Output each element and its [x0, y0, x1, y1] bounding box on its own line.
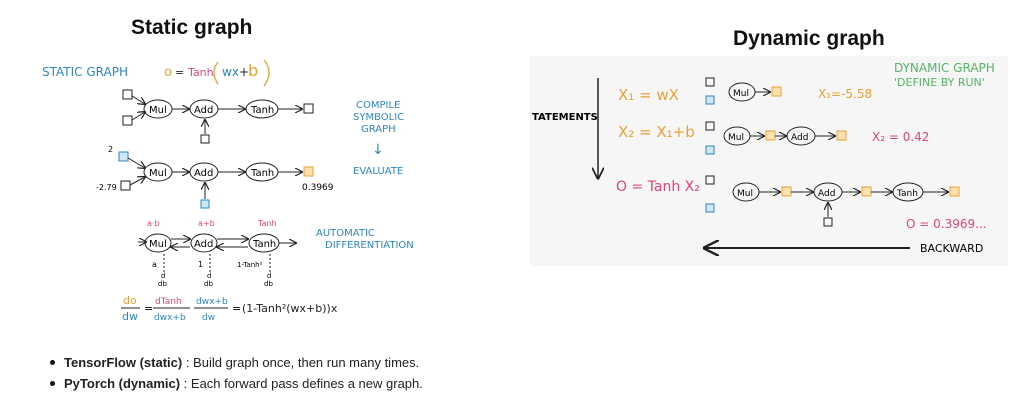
evaluate-label: EVALUATE [353, 166, 403, 177]
dyn-node-mul-1-label: Mul [733, 89, 749, 99]
grad-a: a [152, 260, 157, 269]
equation-b: b [248, 61, 258, 80]
value-o: O = 0.3969... [906, 217, 987, 231]
dyn-node-add-3-label: Add [818, 189, 835, 199]
static-graph-title: Static graph [131, 16, 253, 39]
ab-label: a·b [147, 219, 160, 228]
value-x1: X₁=-5.58 [818, 87, 872, 101]
tanh-deriv-label: Tanh [257, 219, 277, 228]
static-graph-diagram: STATIC GRAPH o = Tanh wx + b Mul Add Tan… [42, 59, 414, 323]
dynamic-graph-label-2: 'DEFINE BY RUN' [894, 76, 985, 89]
grad-tanh: 1-Tanh² [237, 261, 263, 269]
chain-eq-1: = [144, 302, 153, 315]
equation-plus: + [239, 65, 249, 79]
x-value: -2.79 [96, 183, 117, 192]
compile-line-1: COMPILE [356, 100, 400, 111]
grad-d-2: d [207, 272, 211, 280]
node-tanh-2-label: Tanh [250, 168, 274, 179]
dyn-node-mul-2-label: Mul [728, 133, 744, 143]
equation-equals: = [175, 66, 184, 79]
chain-dw-2: dw [202, 313, 215, 323]
statement-2: X₂ = X₁+b [618, 123, 695, 141]
static-graph-label: STATIC GRAPH [42, 65, 128, 79]
node-add-1-label: Add [194, 105, 213, 116]
dynamic-graph-title: Dynamic graph [733, 27, 885, 50]
grad-db-1: db [158, 280, 167, 288]
bullet-tensorflow-desc: : Build graph once, then run many times. [182, 355, 420, 370]
dyn-node-tanh-3-label: Tanh [896, 189, 918, 199]
equation-tanh: Tanh [187, 66, 214, 79]
bullet-pytorch-term: PyTorch (dynamic) [64, 376, 181, 391]
statement-1: X₁ = wX [618, 86, 679, 104]
backward-label: BACKWARD [920, 242, 983, 255]
autodiff-line-1: AUTOMATIC [316, 228, 375, 239]
statement-3: O = Tanh X₂ [616, 179, 700, 195]
grad-db-3: db [264, 280, 273, 288]
node-mul-2-label: Mul [149, 168, 167, 179]
grad-db-2: db [204, 280, 213, 288]
dyn-node-add-2-label: Add [791, 133, 808, 143]
aplusb-label: a+b [198, 219, 215, 228]
node-tanh-1-label: Tanh [250, 105, 274, 116]
bullet-pytorch-desc: : Each forward pass defines a new graph. [180, 376, 423, 391]
chain-dw: dw [122, 310, 138, 323]
equation-wx: wx [222, 65, 239, 79]
chain-do: do [123, 294, 137, 307]
statements-label: TATEMENTS [532, 112, 598, 123]
framework-bullet-list: TensorFlow (static) : Build graph once, … [44, 352, 423, 394]
chain-eq-2: = [232, 302, 241, 315]
bottom-fade [0, 398, 1022, 407]
autodiff-line-2: DIFFERENTIATION [325, 240, 414, 251]
grad-d-3: d [267, 272, 271, 280]
node-add-3-label: Add [194, 239, 213, 250]
chain-result: (1-Tanh²(wx+b))x [242, 302, 338, 315]
output-value: 0.3969 [302, 183, 334, 193]
compile-line-2: SYMBOLIC [353, 112, 404, 123]
chain-dwxb-top: dwx+b [196, 297, 228, 307]
node-tanh-3-label: Tanh [252, 239, 276, 250]
grad-one: 1 [198, 260, 203, 269]
grad-d-1: d [161, 272, 165, 280]
bullet-tensorflow-term: TensorFlow (static) [64, 355, 183, 370]
w-value: 2 [108, 145, 113, 154]
value-x2: X₂ = 0.42 [872, 130, 929, 144]
chain-dwxb: dwx+b [154, 313, 186, 323]
dyn-node-mul-3-label: Mul [737, 189, 753, 199]
node-mul-1-label: Mul [149, 105, 167, 116]
compile-arrow: ↓ [372, 142, 384, 158]
bullet-tensorflow: TensorFlow (static) : Build graph once, … [44, 352, 423, 373]
node-mul-3-label: Mul [149, 239, 167, 250]
dynamic-graph-label-1: DYNAMIC GRAPH [894, 61, 995, 75]
node-add-2-label: Add [194, 168, 213, 179]
chain-dtanh: dTanh [155, 297, 182, 307]
bullet-pytorch: PyTorch (dynamic) : Each forward pass de… [44, 373, 423, 394]
compile-line-3: GRAPH [361, 124, 396, 135]
equation-o: o [164, 65, 172, 80]
dynamic-graph-diagram: DYNAMIC GRAPH 'DEFINE BY RUN' TATEMENTS … [532, 61, 995, 266]
